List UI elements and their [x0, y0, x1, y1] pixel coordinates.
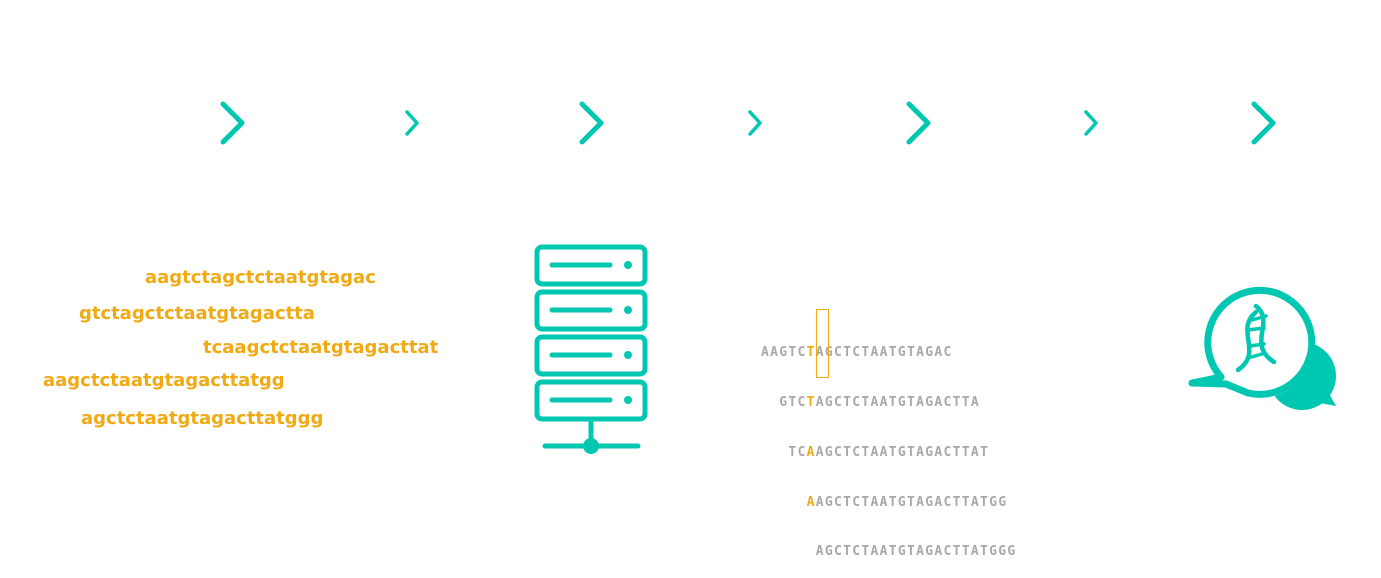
- alignment-suffix: AGCTCTAATGTAGACTTA: [815, 394, 981, 410]
- alignment-suffix: AGCTCTAATGTAGAC: [815, 345, 953, 361]
- sequence-read: agctctaatgtagacttatggg: [81, 408, 324, 429]
- sequence-alignment: AAGTCTAGCTCTAATGTAGAC GTCTAGCTCTAATGTAGA…: [761, 312, 1017, 578]
- dna-chat-bubble-icon: [1186, 282, 1341, 419]
- variant-base: A: [806, 494, 816, 510]
- alignment-suffix: AGCTCTAATGTAGACTTATGGG: [815, 544, 1017, 560]
- alignment-prefix: TC: [761, 444, 807, 460]
- variant-base: A: [806, 444, 816, 460]
- chevron-right-icon: [1249, 100, 1279, 146]
- sequence-read: aagtctagctctaatgtagac: [145, 267, 376, 288]
- sequence-read: tcaagctctaatgtagacttat: [203, 337, 439, 358]
- alignment-prefix: AAGTC: [761, 345, 807, 361]
- chevron-right-small-icon: [1081, 109, 1101, 137]
- variant-base: T: [806, 394, 816, 410]
- alignment-prefix: [761, 495, 807, 510]
- chevron-right-icon: [904, 100, 934, 146]
- alignment-suffix: AGCTCTAATGTAGACTTAT: [815, 444, 990, 460]
- sequence-read: gtctagctctaatgtagactta: [79, 303, 315, 324]
- server-rack-icon: [530, 240, 655, 463]
- alignment-row: AAGCTCTAATGTAGACTTATGG: [761, 495, 1017, 512]
- chevron-right-icon: [218, 100, 248, 146]
- alignment-row: TCAAGCTCTAATGTAGACTTAT: [761, 445, 1017, 462]
- alignment-prefix: GTC: [761, 394, 807, 410]
- chevron-right-small-icon: [402, 109, 422, 137]
- alignment-row: AGCTCTAATGTAGACTTATGGG: [761, 544, 1017, 561]
- sequence-read: aagctctaatgtagacttatgg: [43, 370, 285, 391]
- alignment-row: GTCTAGCTCTAATGTAGACTTA: [761, 395, 1017, 412]
- chevron-right-small-icon: [745, 109, 765, 137]
- variant-highlight-box: [816, 309, 829, 378]
- alignment-suffix: AGCTCTAATGTAGACTTATGG: [815, 494, 1008, 510]
- alignment-row: AAGTCTAGCTCTAATGTAGAC: [761, 345, 1017, 362]
- variant-base: T: [806, 345, 816, 361]
- alignment-prefix: [761, 544, 816, 559]
- chevron-right-icon: [577, 100, 607, 146]
